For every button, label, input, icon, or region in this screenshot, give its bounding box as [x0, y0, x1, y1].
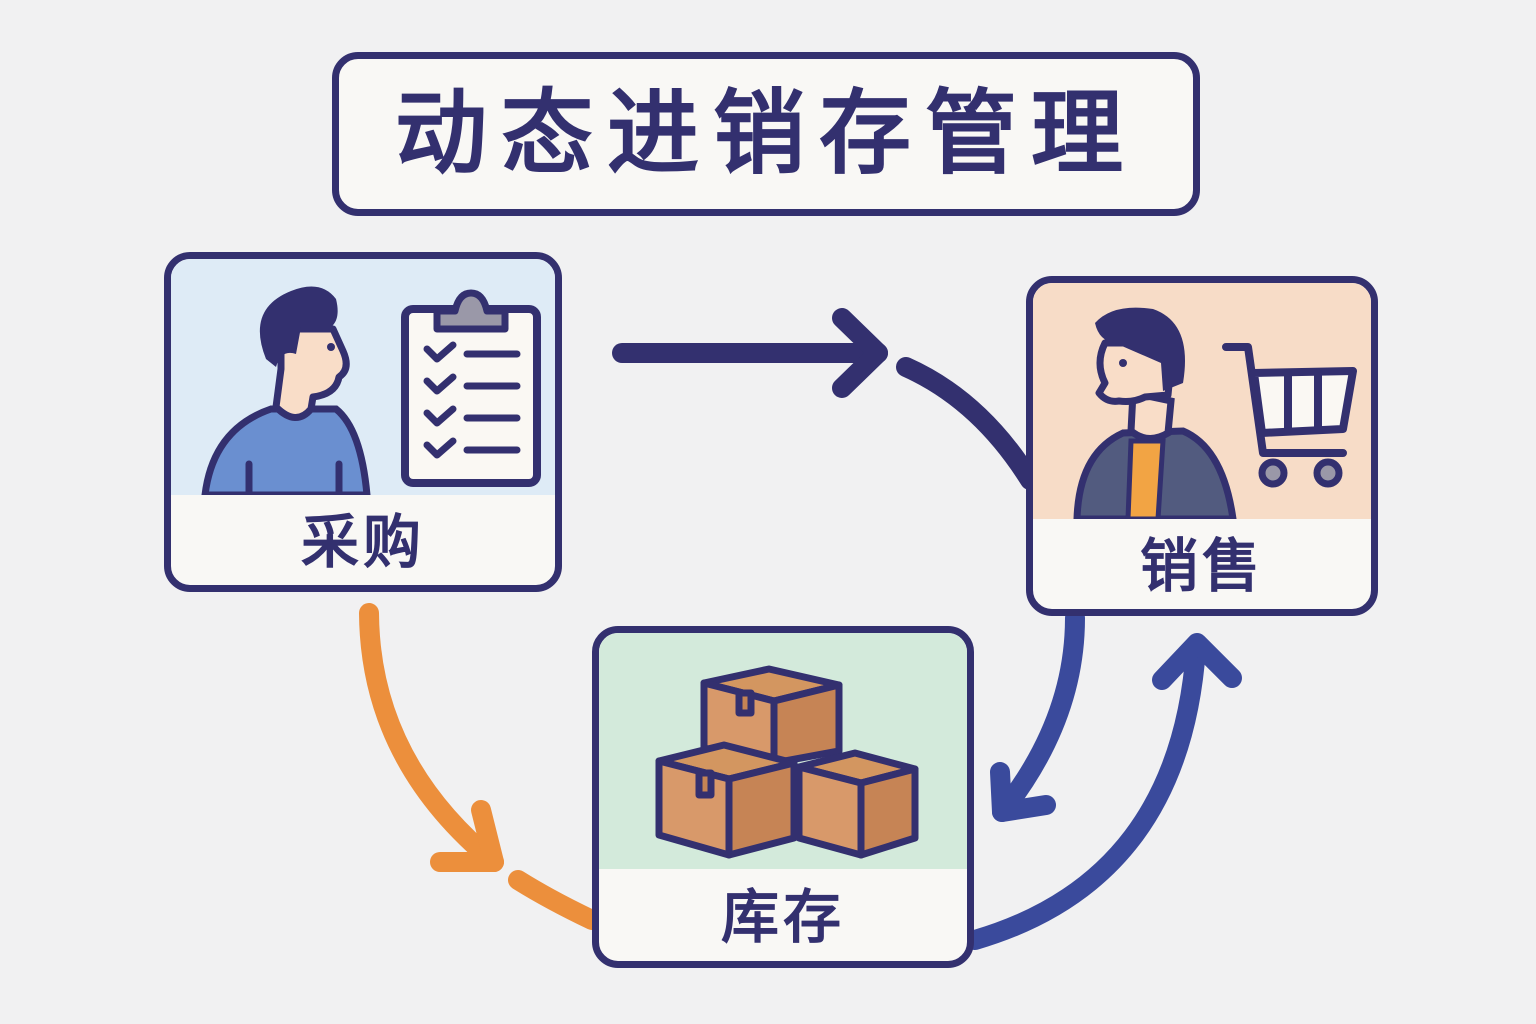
title-banner: 动态进销存管理: [332, 52, 1200, 216]
arrow-sales-to-inventory: [990, 608, 1085, 822]
buyer-person-icon: [201, 286, 371, 499]
sales-illustration: [1033, 283, 1371, 523]
node-sales: 销售: [1026, 276, 1378, 616]
inventory-label: 库存: [720, 882, 845, 951]
boxes-icon: [655, 665, 919, 859]
node-purchase: 采购: [164, 252, 562, 592]
sales-label: 销售: [1139, 531, 1264, 600]
shopping-cart-icon: [1222, 343, 1357, 488]
node-inventory: 库存: [592, 626, 974, 968]
arrow-purchase-to-sales: [612, 308, 1040, 490]
purchase-illustration: [171, 259, 555, 499]
clipboard-checklist-icon: [401, 289, 541, 487]
page-title: 动态进销存管理: [394, 80, 1137, 187]
arrow-inventory-to-sales: [965, 633, 1242, 950]
inventory-illustration: [599, 633, 967, 869]
arrow-purchase-to-inventory: [359, 603, 602, 930]
purchase-label: 采购: [300, 507, 425, 576]
